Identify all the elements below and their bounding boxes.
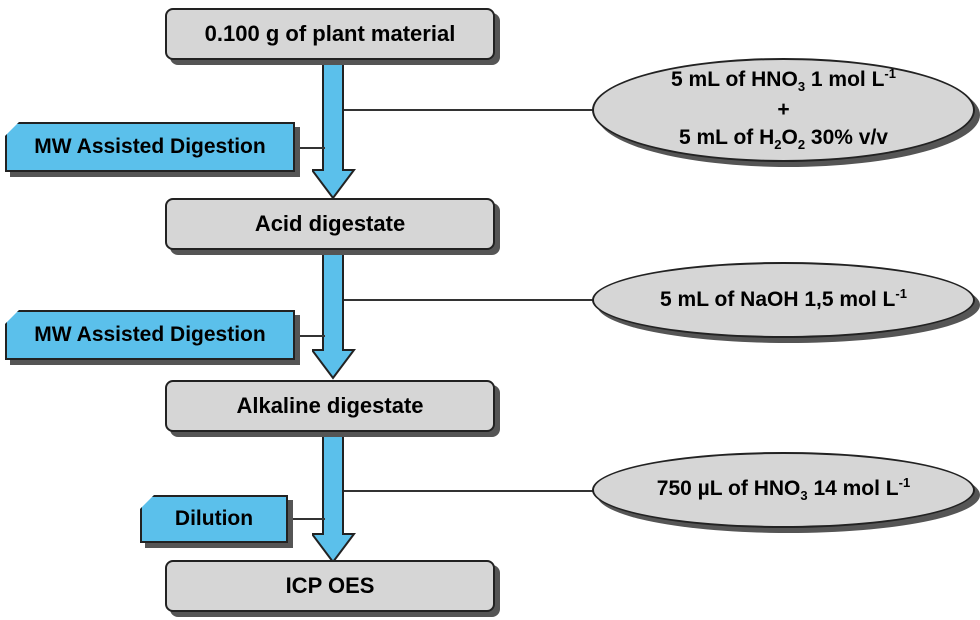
reagent-1-line1-sub: 3 [797,79,806,95]
reagent-1-line2: 5 mL of H2O2 30% v/v [679,124,888,154]
reagent-3-text: 750 µL of HNO [656,476,801,500]
step-alkaline-digestate: Alkaline digestate [165,380,495,432]
reagent-1-line2-sub1: 2 [774,136,782,152]
process-tag-1-label: MW Assisted Digestion [34,135,266,158]
connector-process-2 [295,335,325,337]
process-tag-2-label: MW Assisted Digestion [34,323,266,346]
step-icp-oes: ICP OES [165,560,495,612]
reagent-1-line1-unit: 1 mol L [805,68,885,92]
reagent-1-line1-text: 5 mL of HNO [671,68,798,92]
reagent-1: 5 mL of HNO3 1 mol L-1 + 5 mL of H2O2 30… [592,58,975,162]
process-tag-3-label: Dilution [174,507,254,530]
process-tag-2: MW Assisted Digestion [5,310,295,360]
connector-process-1 [295,147,325,149]
step-icp-oes-label: ICP OES [285,573,375,598]
arrow-1 [312,60,356,200]
reagent-3-sub: 3 [800,488,808,504]
reagent-1-line1-sup: -1 [884,66,896,82]
reagent-1-line2-conc: 30% v/v [805,125,888,149]
connector-reagent-3 [344,490,594,492]
reagent-3: 750 µL of HNO3 14 mol L-1 [592,452,975,528]
step-plant-material: 0.100 g of plant material [165,8,495,60]
connector-reagent-2 [344,299,594,301]
reagent-2-sup: -1 [895,286,907,302]
reagent-3-unit: 14 mol L [807,476,899,500]
step-plant-material-label: 0.100 g of plant material [204,21,456,46]
arrow-3 [312,434,356,564]
reagent-1-line2-text: 5 mL of H [678,125,775,149]
connector-reagent-1 [344,109,594,111]
reagent-1-line2-sub2: 2 [797,136,806,152]
step-acid-digestate-label: Acid digestate [254,211,406,236]
reagent-3-line: 750 µL of HNO3 14 mol L-1 [657,475,910,505]
connector-process-3 [288,518,325,520]
reagent-2-line: 5 mL of NaOH 1,5 mol L-1 [660,286,907,313]
step-alkaline-digestate-label: Alkaline digestate [236,393,424,418]
reagent-2: 5 mL of NaOH 1,5 mol L-1 [592,262,975,338]
reagent-1-plus: + [777,98,790,122]
reagent-3-sup: -1 [898,474,911,490]
reagent-1-line1: 5 mL of HNO3 1 mol L-1 [671,66,896,96]
reagent-1-line2-o: O [781,125,798,149]
reagent-2-text: 5 mL of NaOH 1,5 mol L [660,288,896,312]
arrow-2 [312,254,356,380]
process-tag-1: MW Assisted Digestion [5,122,295,172]
process-tag-3: Dilution [140,495,288,543]
step-acid-digestate: Acid digestate [165,198,495,250]
